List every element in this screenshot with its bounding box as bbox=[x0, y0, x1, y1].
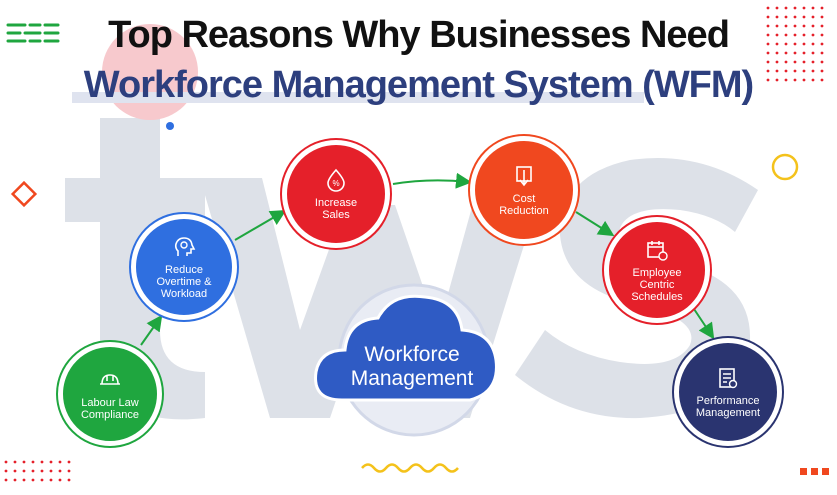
orange-diamond-decor bbox=[10, 180, 38, 208]
green-lines-decor bbox=[6, 23, 60, 43]
node-label: Cost Reduction bbox=[499, 192, 549, 217]
node-label: Reduce Overtime & Workload bbox=[156, 263, 212, 300]
head-gear-icon bbox=[174, 236, 196, 256]
title-line-1: Top Reasons Why Businesses Need bbox=[108, 14, 730, 56]
node-label: Labour Law Compliance bbox=[80, 396, 140, 421]
title-line-2: Workforce Management System (WFM) bbox=[83, 64, 754, 106]
title-underline bbox=[72, 92, 644, 103]
node-cost-reduction: Cost Reduction bbox=[470, 136, 578, 244]
calendar-clock-icon bbox=[647, 240, 668, 261]
node-label: Increase Sales bbox=[314, 196, 358, 221]
yellow-ring-decor bbox=[771, 153, 799, 181]
node-increase-sales: % Increase Sales bbox=[282, 140, 390, 248]
hard-hat-icon bbox=[100, 373, 120, 385]
orange-squares-decor bbox=[800, 468, 829, 475]
red-dots-top-right bbox=[766, 6, 824, 82]
red-dots-bottom-left bbox=[4, 460, 71, 482]
arrow-1 bbox=[140, 314, 163, 346]
yellow-wave-decor bbox=[361, 463, 459, 473]
arrow-2 bbox=[234, 209, 287, 241]
svg-text:%: % bbox=[332, 179, 339, 188]
arrow-4 bbox=[575, 211, 615, 237]
center-label: Workforce Management bbox=[350, 343, 474, 390]
checklist-icon bbox=[719, 367, 738, 388]
node-labour-law-compliance: Labour Law Compliance bbox=[58, 342, 162, 446]
flow-arrows bbox=[140, 172, 715, 346]
percent-drop-icon: % bbox=[327, 168, 345, 192]
cloud-shape bbox=[314, 294, 498, 402]
node-employee-centric-schedules: Employee Centric Schedules bbox=[604, 217, 710, 323]
arrow-3 bbox=[392, 172, 472, 189]
node-label: Employee Centric Schedules bbox=[631, 266, 683, 303]
node-performance-management: Performance Management bbox=[674, 338, 782, 446]
blue-dot-decor bbox=[166, 122, 174, 130]
node-reduce-overtime: Reduce Overtime & Workload bbox=[131, 214, 237, 320]
node-label: Performance Management bbox=[695, 394, 761, 419]
arrow-5 bbox=[691, 305, 715, 340]
down-arrow-box-icon bbox=[516, 165, 532, 186]
